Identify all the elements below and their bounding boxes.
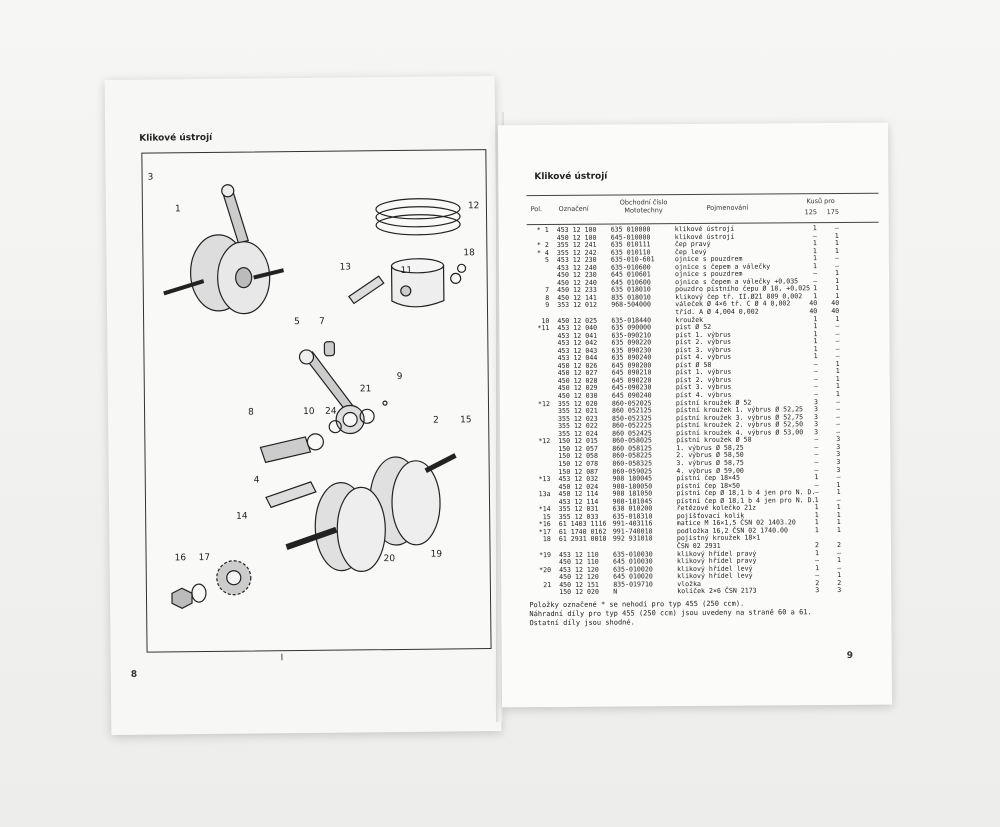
callout-5: 5 — [294, 317, 300, 327]
right-page-title: Klikové ústrojí — [534, 171, 608, 183]
callout-2: 2 — [433, 416, 439, 426]
cell-pos: *19 — [539, 550, 551, 559]
callout-20: 20 — [384, 554, 396, 564]
cell-q125: 3 — [815, 586, 820, 595]
cell-pos: 13a — [538, 490, 551, 499]
cell-pos: *12 — [538, 437, 551, 446]
cell-pos: 5 — [544, 256, 549, 265]
cell-pos: *11 — [537, 324, 550, 333]
table-header: Pol. Označení Obchodní číslo Mototechny … — [526, 192, 879, 226]
header-pojmenovani: Pojmenování — [706, 203, 749, 212]
cell-pos: *12 — [537, 399, 550, 408]
callout-3: 3 — [148, 173, 154, 183]
cell-q125: 1 — [814, 526, 819, 535]
header-q125: 125 — [804, 208, 818, 217]
note-3: Ostatní díly jsou shodné. — [529, 618, 635, 627]
right-page: Klikové ústrojí Pol. Označení Obchodní č… — [497, 122, 893, 708]
cell-pos: 18 — [542, 535, 551, 544]
callout-4: 4 — [254, 475, 260, 485]
callout-11: 11 — [401, 266, 413, 276]
header-oznaceni: Označení — [558, 204, 589, 213]
cell-obch: N — [613, 587, 618, 596]
header-q175: 175 — [826, 207, 840, 217]
cell-pos: *13 — [538, 475, 551, 484]
cell-pos: 21 — [543, 580, 552, 589]
exploded-drawing: 1 12 18 13 11 5 7 9 8 10 24 21 2 15 4 14… — [141, 149, 492, 653]
cell-pos: 9 — [545, 301, 550, 310]
callout-7: 7 — [319, 317, 325, 327]
callout-17: 17 — [199, 553, 211, 563]
cell-ozn: 150 12 020 — [559, 587, 599, 597]
callout-18: 18 — [463, 248, 475, 258]
callout-10: 10 — [303, 407, 315, 417]
callout-15: 15 — [460, 415, 472, 425]
callout-9: 9 — [397, 372, 403, 382]
callout-16: 16 — [175, 553, 187, 563]
callout-1: 1 — [175, 204, 181, 214]
callout-24: 24 — [325, 407, 337, 417]
cell-q175: 3 — [837, 586, 842, 595]
callout-12: 12 — [468, 201, 480, 211]
left-bottom-mark: I — [280, 653, 284, 664]
callout-13: 13 — [340, 262, 352, 272]
left-page-title: Klikové ústrojí — [139, 132, 213, 144]
header-kusu: Kusů pro — [806, 197, 835, 206]
callout-14: 14 — [236, 512, 248, 522]
cell-name: kolíček 2×6 ČSN 2173 — [677, 586, 757, 596]
callout-21: 21 — [360, 384, 372, 394]
cell-pos: *20 — [539, 565, 552, 574]
callout-8: 8 — [248, 408, 254, 418]
table-notes: Položky označené * se nehodí pro typ 455… — [529, 599, 881, 628]
crankshaft-drawing: 1 12 18 13 11 5 7 9 8 10 24 21 2 15 4 14… — [148, 173, 480, 609]
callout-19: 19 — [431, 550, 443, 560]
header-obchodni: Obchodní číslo Mototechny — [619, 198, 668, 215]
cell-pos: * 1 — [536, 226, 549, 235]
left-page: Klikové ústrojí — [104, 75, 502, 736]
parts-table: Pol. Označení Obchodní číslo Mototechny … — [526, 192, 882, 628]
header-pos: Pol. — [530, 205, 543, 214]
cell-q175: 1 — [836, 525, 841, 534]
left-page-number: 8 — [130, 669, 138, 680]
right-page-number: 9 — [846, 650, 853, 661]
